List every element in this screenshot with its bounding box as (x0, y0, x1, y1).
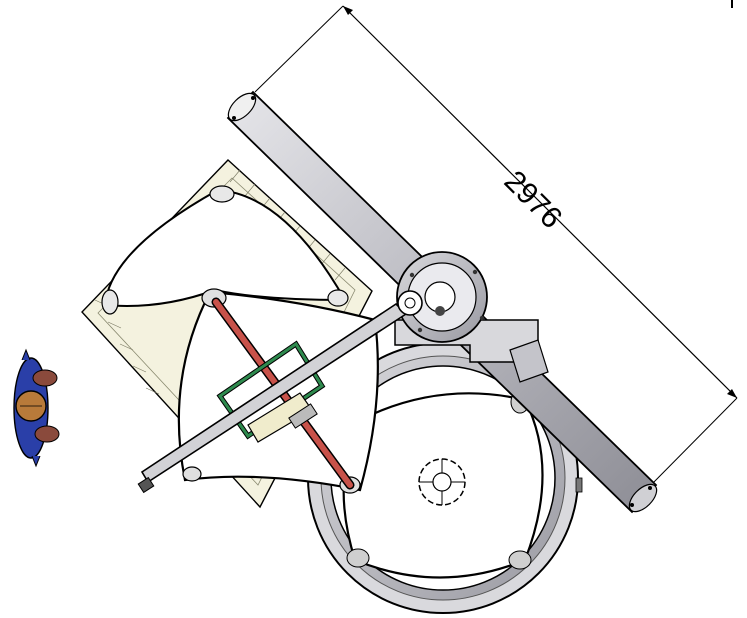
operating-lever (137, 290, 423, 494)
operator-figure (13, 348, 60, 468)
corner-tick (731, 0, 733, 8)
rotating-drum (307, 342, 583, 614)
pivot-assembly (394, 251, 549, 383)
upper-hatch-lid (101, 185, 349, 315)
dimension-label: 2976 (498, 165, 569, 236)
